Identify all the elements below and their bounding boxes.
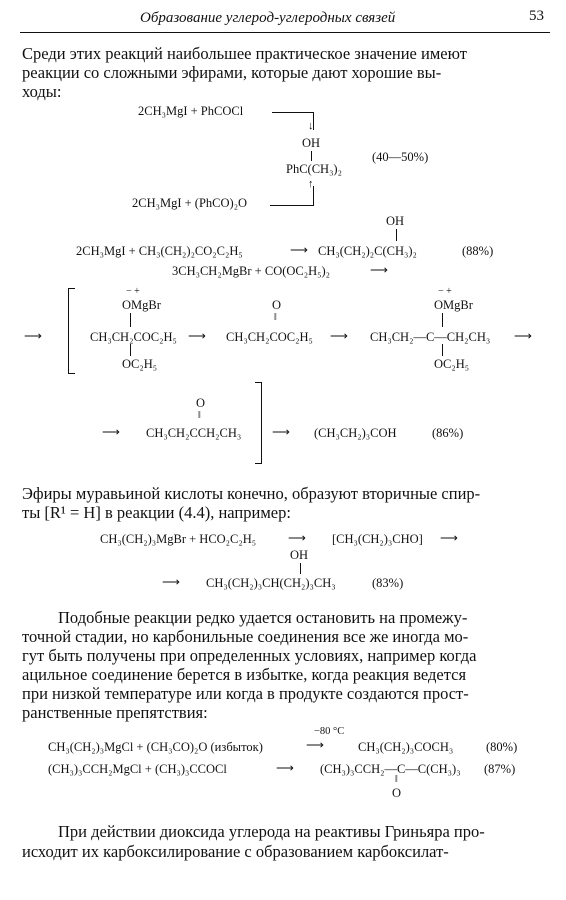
- page-number: 53: [529, 8, 544, 24]
- scheme5-r1-arrow-icon: ⟶: [306, 738, 324, 752]
- scheme1-bottom-line: [270, 205, 314, 206]
- para3-line3: гут быть получены при определенных услов…: [22, 646, 477, 665]
- scheme4-oh-bond: [300, 563, 301, 574]
- para3-line2: точной стадии, но карбонильные соединени…: [22, 627, 469, 646]
- scheme4-intermediate: [CH₃(CH₂)₃CHO]: [332, 532, 423, 546]
- scheme5-r1-product: CH₃(CH₂)₃COCH₃: [358, 740, 454, 754]
- scheme3-yield: (86%): [432, 426, 464, 440]
- ketone-main: CH₃CH₂CCH₂CH₃: [146, 426, 242, 440]
- scheme3-left-bracket: [68, 288, 75, 374]
- para2-line1: Эфиры муравьиной кислоты конечно, образу…: [22, 484, 481, 503]
- scheme1-oh-bond: [311, 151, 312, 161]
- scheme1-up-arrow-icon: ↑: [308, 178, 314, 190]
- scheme3-arrow6-icon: ⟶: [272, 425, 290, 439]
- scheme3-arrow3-icon: ⟶: [330, 329, 348, 343]
- scheme5-r2-reactants: (CH₃)₃CCH₂MgCl + (CH₃)₃CCOCl: [48, 762, 227, 776]
- int3-main: CH₃CH₂—C—CH₂CH₃: [370, 330, 491, 344]
- scheme2-oh: OH: [386, 214, 405, 228]
- scheme4-arrow3-icon: ⟶: [162, 575, 180, 589]
- scheme3-product: (CH₃CH₂)₃COH: [314, 426, 397, 440]
- int3-top-bond: [442, 313, 443, 327]
- scheme3-arrow5-icon: ⟶: [102, 425, 120, 439]
- scheme1-top-line: [272, 112, 314, 113]
- scheme3-arrow0-icon: ⟶: [24, 329, 42, 343]
- scheme2-arrow-icon: ⟶: [290, 243, 308, 257]
- int1-charges: − +: [126, 286, 140, 297]
- scheme1-top-drop: [313, 112, 314, 130]
- scheme3-arrow2-icon: ⟶: [188, 329, 206, 343]
- scheme2-product: CH₃(CH₂)₂C(CH₃)₂: [318, 244, 417, 258]
- scheme5-r1-reactants: CH₃(CH₂)₃MgCl + (CH₃CO)₂O (избыток): [48, 740, 263, 754]
- scheme2-reactants: 2CH₃MgI + CH₃(CH₂)₂CO₂C₂H₅: [76, 244, 243, 258]
- scheme2-oh-bond: [396, 229, 397, 241]
- para1-line1: Среди этих реакций наибольшее практическ…: [22, 44, 467, 63]
- scheme5-r2-arrow-icon: ⟶: [276, 761, 294, 775]
- int1-top: OMgBr: [122, 298, 161, 312]
- scheme3-arrow4-icon: ⟶: [514, 329, 532, 343]
- scheme5-r1-condition: −80 °C: [314, 726, 345, 737]
- para3-line5: при низкой температуре или когда в проду…: [22, 684, 469, 703]
- int3-bottom-bond: [442, 344, 443, 356]
- int1-bottom: OC₂H₅: [122, 357, 158, 371]
- scheme4-arrow1-icon: ⟶: [288, 531, 306, 545]
- header-title: Образование углерод-углеродных связей: [140, 10, 396, 26]
- scheme3-arrow1-icon: ⟶: [370, 263, 388, 277]
- scheme1-yield: (40—50%): [372, 150, 429, 164]
- scheme1-oh: OH: [302, 136, 321, 150]
- int3-charges: − +: [438, 286, 452, 297]
- para3-line1: Подобные реакции редко удается остановит…: [58, 608, 468, 627]
- int3-top: OMgBr: [434, 298, 473, 312]
- scheme4-product: CH₃(CH₂)₃CH(CH₂)₃CH₃: [206, 576, 336, 590]
- int2-double-bond: ‖: [274, 312, 277, 323]
- scheme5-r2-o: O: [392, 786, 402, 800]
- scheme2-yield: (88%): [462, 244, 494, 258]
- para3-line4: ацильное соединение берется в избытке, к…: [22, 665, 467, 684]
- int1-top-bond: [130, 313, 131, 327]
- scheme3-right-bracket: [255, 382, 262, 464]
- para1-line2: реакции со сложными эфирами, которые даю…: [22, 63, 442, 82]
- running-header: Образование углерод-углеродных связей 53: [20, 6, 550, 33]
- scheme1-top-reactants: 2CH₃MgI + PhCOCl: [138, 104, 244, 118]
- scheme4-yield: (83%): [372, 576, 404, 590]
- scheme4-oh: OH: [290, 548, 309, 562]
- scheme5-r2-double-bond: ‖: [395, 774, 398, 785]
- int2-top: O: [272, 298, 282, 312]
- scheme1-bottom-reactants: 2CH₃MgI + (PhCO)₂O: [132, 196, 248, 210]
- scheme3-reactants: 3CH₃CH₂MgBr + CO(OC₂H₅)₂: [172, 264, 331, 278]
- para4-line1: При действии диоксида углерода на реакти…: [58, 822, 485, 841]
- scheme1-bottom-rise: [313, 186, 314, 206]
- scheme5-r2-product: (CH₃)₃CCH₂—C—C(CH₃)₃: [320, 762, 461, 776]
- scheme5-r2-yield: (87%): [484, 762, 516, 776]
- scheme4-arrow2-icon: ⟶: [440, 531, 458, 545]
- int1-main: CH₃CH₂COC₂H₅: [90, 330, 177, 344]
- scheme1-down-arrow-icon: ↓: [308, 120, 314, 132]
- ketone-double-bond: ‖: [198, 410, 201, 421]
- scheme5-r1-yield: (80%): [486, 740, 518, 754]
- para2-line2: ты [R¹ = H] в реакции (4.4), например:: [22, 503, 291, 522]
- scheme4-reactants: CH₃(CH₂)₃MgBr + HCO₂C₂H₅: [100, 532, 257, 546]
- int1-bottom-bond: [130, 344, 131, 356]
- para4-line2: исходит их карбоксилирование с образован…: [22, 842, 449, 861]
- scheme1-product: PhC(CH₃)₂: [286, 162, 342, 176]
- int3-bottom: OC₂H₅: [434, 357, 470, 371]
- int2-main: CH₃CH₂COC₂H₅: [226, 330, 313, 344]
- ketone-top: O: [196, 396, 206, 410]
- para3-line6: ранственные препятствия:: [22, 703, 208, 722]
- para1-line3: ходы:: [22, 82, 62, 101]
